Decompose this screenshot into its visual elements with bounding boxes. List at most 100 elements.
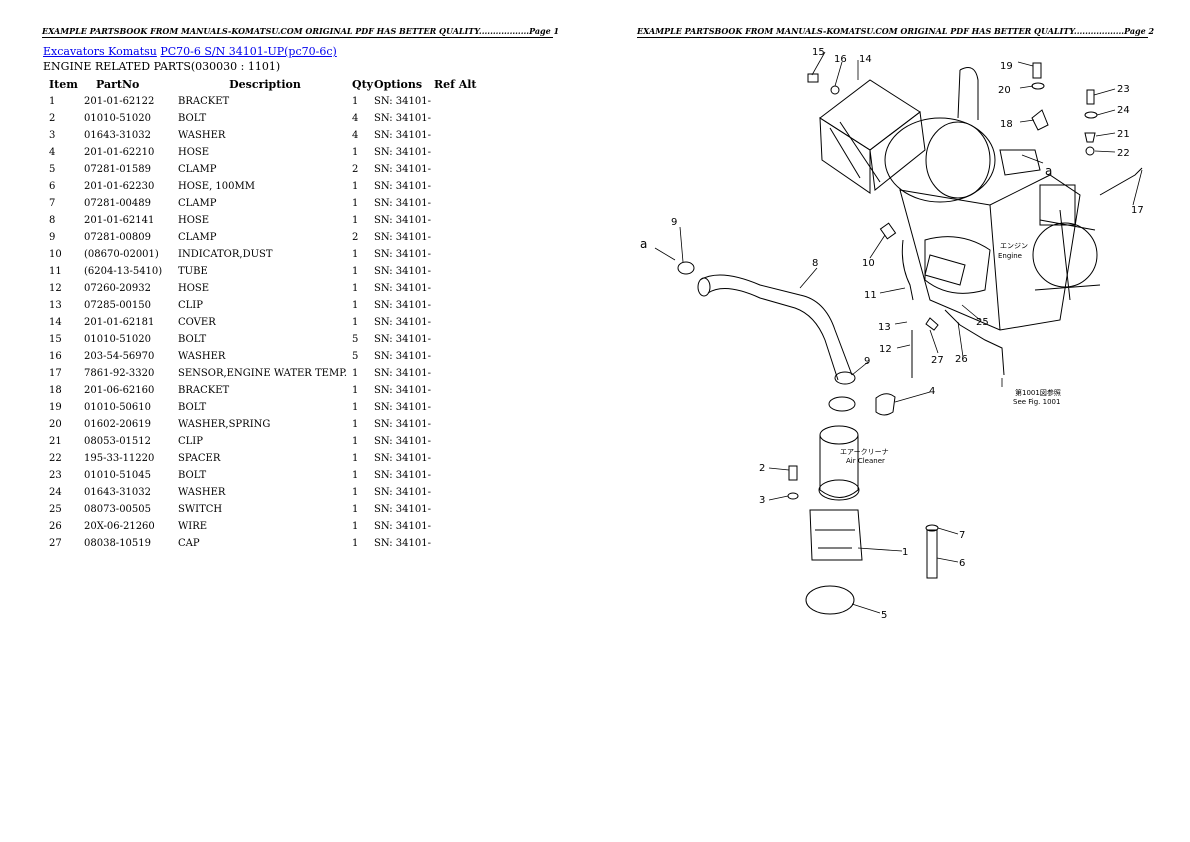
hose-6-drawing	[926, 529, 938, 579]
cell-description: HOSE	[178, 215, 210, 226]
breadcrumb-link-model[interactable]: PC70-6 S/N 34101-UP(pc70-6c)	[160, 45, 337, 58]
callouts: 15 16 14 19 20 18 23 24 21 22 17 10 11 1…	[671, 47, 1144, 621]
cell-options: SN: 34101-	[374, 351, 431, 362]
cell-partno: 01010-51045	[84, 470, 152, 481]
cell-options: SN: 34101-	[374, 521, 431, 532]
aircleaner-label-jp: エアークリーナ	[840, 448, 889, 456]
cell-partno: (08670-02001)	[84, 249, 159, 260]
cell-item: 8	[49, 215, 56, 226]
cell-options: SN: 34101-	[374, 402, 431, 413]
cell-description: SWITCH	[178, 504, 223, 515]
cell-item: 7	[49, 198, 56, 209]
parts-table: Item PartNo Description Qty Options Ref …	[43, 76, 477, 552]
callout-20: 20	[998, 85, 1011, 96]
page-header: EXAMPLE PARTSBOOK FROM MANUALS-KOMATSU.C…	[637, 26, 1155, 38]
callout-11: 11	[864, 290, 877, 301]
cell-description: BOLT	[178, 402, 207, 413]
callout-7: 7	[959, 530, 965, 541]
tube-drawing	[901, 239, 914, 301]
air-cleaner-drawing	[805, 425, 863, 615]
cell-qty: 1	[352, 436, 359, 447]
cell-description: HOSE	[178, 147, 210, 158]
callout-10: 10	[862, 258, 875, 269]
cell-options: SN: 34101-	[374, 147, 431, 158]
cell-description: BOLT	[178, 334, 207, 345]
cell-partno: 07281-00809	[84, 232, 152, 243]
breadcrumb-link-excavators[interactable]: Excavators Komatsu	[43, 45, 157, 58]
callout-13: 13	[878, 322, 891, 333]
cell-item: 6	[49, 181, 56, 192]
column-header-description: Description	[229, 78, 301, 91]
cell-description: CLAMP	[178, 164, 217, 175]
cell-description: HOSE	[178, 283, 210, 294]
bolt-19-drawing	[1032, 62, 1042, 79]
cell-qty: 1	[352, 215, 359, 226]
cell-partno: 201-01-62230	[84, 181, 155, 192]
cell-partno: 01643-31032	[84, 130, 152, 141]
cell-partno: 01602-20619	[84, 419, 152, 430]
cell-options: SN: 34101-	[374, 96, 431, 107]
cell-item: 22	[49, 453, 62, 464]
cell-qty: 1	[352, 266, 359, 277]
cell-options: SN: 34101-	[374, 283, 431, 294]
ref-a-right: a	[1045, 164, 1052, 178]
callout-6: 6	[959, 558, 965, 569]
cell-description: INDICATOR,DUST	[178, 249, 273, 260]
cell-options: SN: 34101-	[374, 198, 431, 209]
cell-description: WASHER	[178, 351, 226, 362]
cell-options: SN: 34101-	[374, 538, 431, 549]
cell-item: 19	[49, 402, 62, 413]
cell-qty: 2	[352, 164, 359, 175]
cell-qty: 1	[352, 249, 359, 260]
cell-item: 18	[49, 385, 62, 396]
cell-item: 1	[49, 96, 56, 107]
cell-options: SN: 34101-	[374, 232, 431, 243]
callout-9-top: 9	[671, 217, 677, 228]
cell-options: SN: 34101-	[374, 334, 431, 345]
cell-qty: 1	[352, 538, 359, 549]
cell-item: 24	[49, 487, 62, 498]
cell-item: 23	[49, 470, 62, 481]
callout-24: 24	[1117, 105, 1130, 116]
cell-options: SN: 34101-	[374, 368, 431, 379]
sensor-drawing	[1099, 167, 1143, 196]
cell-description: CAP	[178, 538, 200, 549]
cell-partno: 20X-06-21260	[84, 521, 155, 532]
cell-qty: 1	[352, 283, 359, 294]
callout-5: 5	[881, 610, 887, 621]
cell-partno: 01643-31032	[84, 487, 152, 498]
callout-2: 2	[759, 463, 765, 474]
cell-partno: 01010-51020	[84, 113, 152, 124]
cell-qty: 1	[352, 470, 359, 481]
cell-item: 11	[49, 266, 62, 277]
clamp-drawing	[677, 261, 695, 275]
cell-partno: 07285-00150	[84, 300, 152, 311]
cell-qty: 1	[352, 521, 359, 532]
cell-options: SN: 34101-	[374, 487, 431, 498]
cell-item: 17	[49, 368, 62, 379]
cell-qty: 5	[352, 351, 359, 362]
engine-label-jp: エンジン	[1000, 242, 1028, 250]
cell-qty: 2	[352, 232, 359, 243]
cell-options: SN: 34101-	[374, 181, 431, 192]
cell-options: SN: 34101-	[374, 249, 431, 260]
cell-qty: 5	[352, 334, 359, 345]
page-header: EXAMPLE PARTSBOOK FROM MANUALS-KOMATSU.C…	[42, 26, 560, 38]
cell-partno: 08038-10519	[84, 538, 152, 549]
cover-drawing	[819, 79, 926, 194]
cell-description: HOSE, 100MM	[178, 181, 255, 192]
